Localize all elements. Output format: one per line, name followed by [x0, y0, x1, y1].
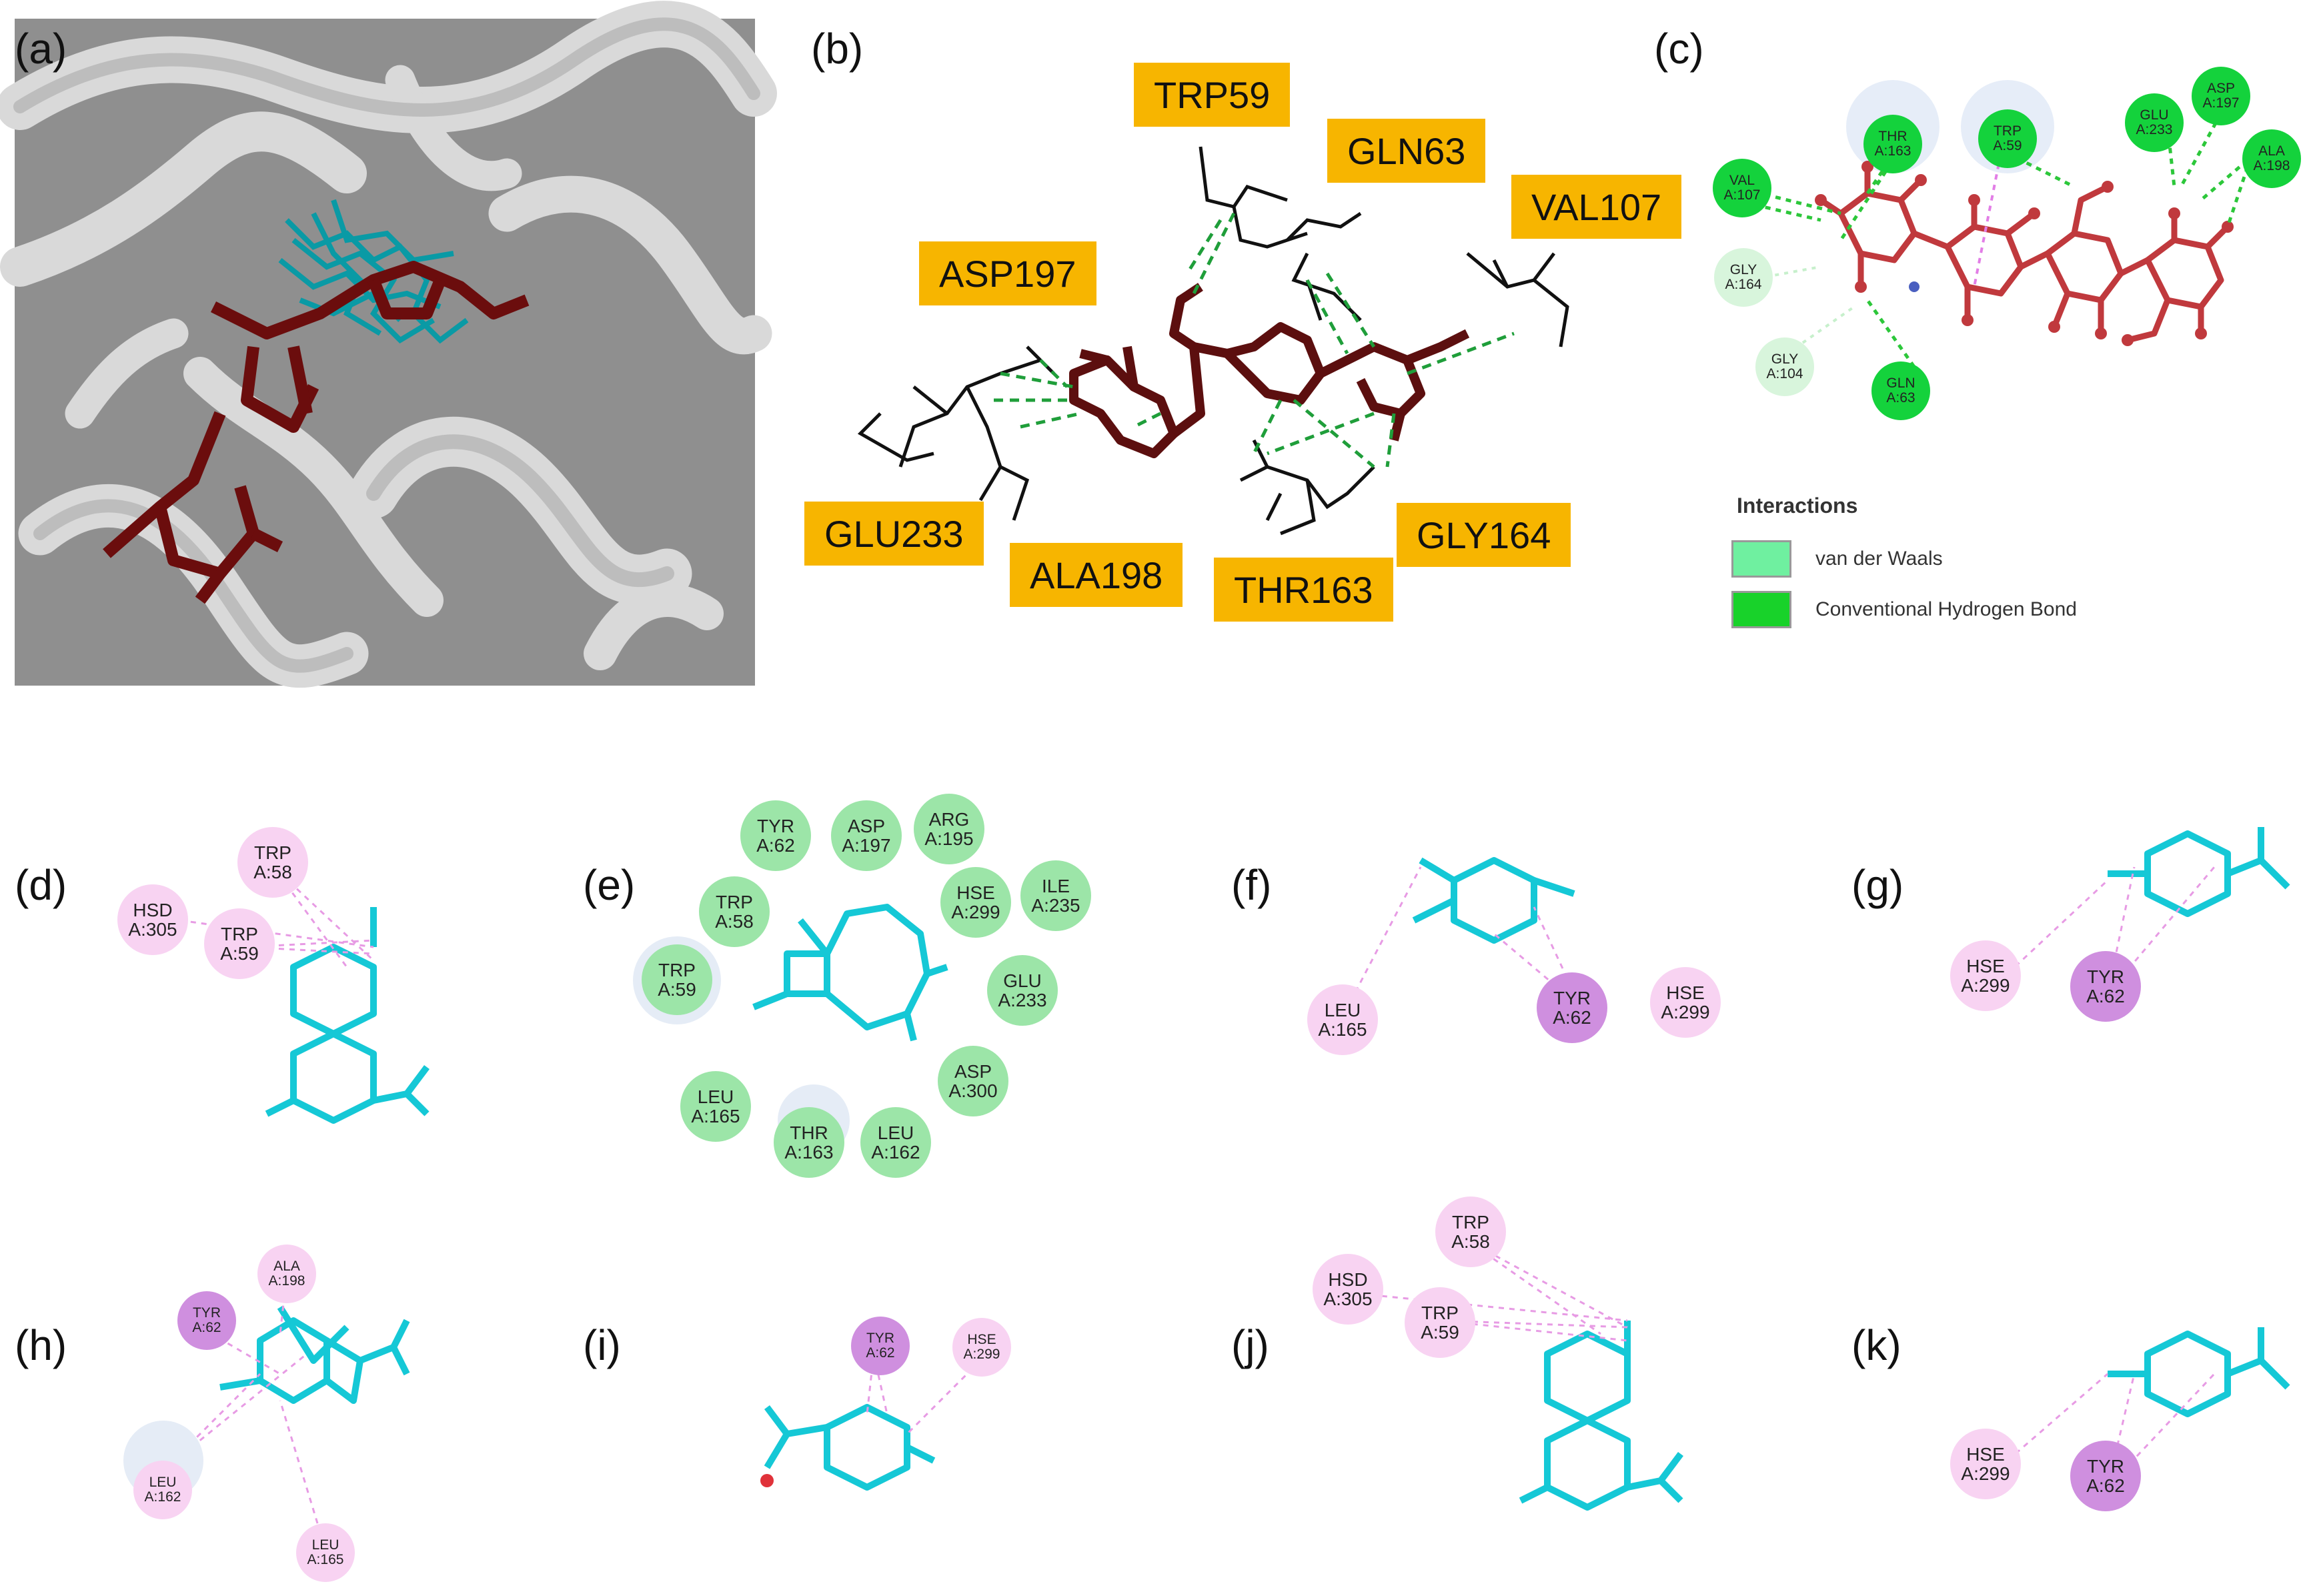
panel-label-k: (k) — [1851, 1321, 1901, 1369]
protein-structure-render — [0, 1, 777, 688]
residue-halos — [123, 936, 850, 1501]
legend-item-vdw: van der Waals — [1731, 540, 1943, 578]
panel-label-f: (f) — [1231, 861, 1272, 909]
residue-tag-gln63: GLN63 — [1327, 119, 1486, 183]
interaction-diagram-b — [857, 146, 1569, 536]
legend-swatch-vdw — [1731, 540, 1791, 578]
residue-tag-gly164: GLY164 — [1397, 503, 1571, 567]
residue-tag-asp197: ASP197 — [919, 241, 1096, 305]
legend-label-vdw: van der Waals — [1815, 548, 1943, 570]
legend-title: Interactions — [1737, 494, 1858, 518]
panel-label-c: (c) — [1654, 25, 1704, 73]
panel-label-i: (i) — [583, 1321, 621, 1369]
residue-tag-val107: VAL107 — [1511, 175, 1682, 239]
panel-label-b: (b) — [811, 25, 864, 73]
panel-label-a: (a) — [15, 25, 67, 73]
panel-label-j: (j) — [1231, 1321, 1269, 1369]
residue-tag-ala198: ALA198 — [1010, 543, 1183, 607]
legend-label-hbond: Conventional Hydrogen Bond — [1815, 598, 2077, 620]
ligand-drawings — [219, 827, 2290, 1511]
panel-label-e: (e) — [583, 861, 636, 909]
panel-label-h: (h) — [15, 1321, 67, 1369]
interaction-dashes — [165, 866, 2216, 1555]
panel-label-d: (d) — [15, 861, 67, 909]
panel-label-g: (g) — [1851, 861, 1904, 909]
residue-tag-thr163: THR163 — [1214, 558, 1393, 622]
residue-tag-trp59: TRP59 — [1134, 63, 1291, 127]
legend-item-hbond: Conventional Hydrogen Bond — [1731, 591, 2077, 628]
legend-swatch-hbond — [1731, 591, 1791, 628]
residue-tag-glu233: GLU233 — [804, 502, 984, 566]
